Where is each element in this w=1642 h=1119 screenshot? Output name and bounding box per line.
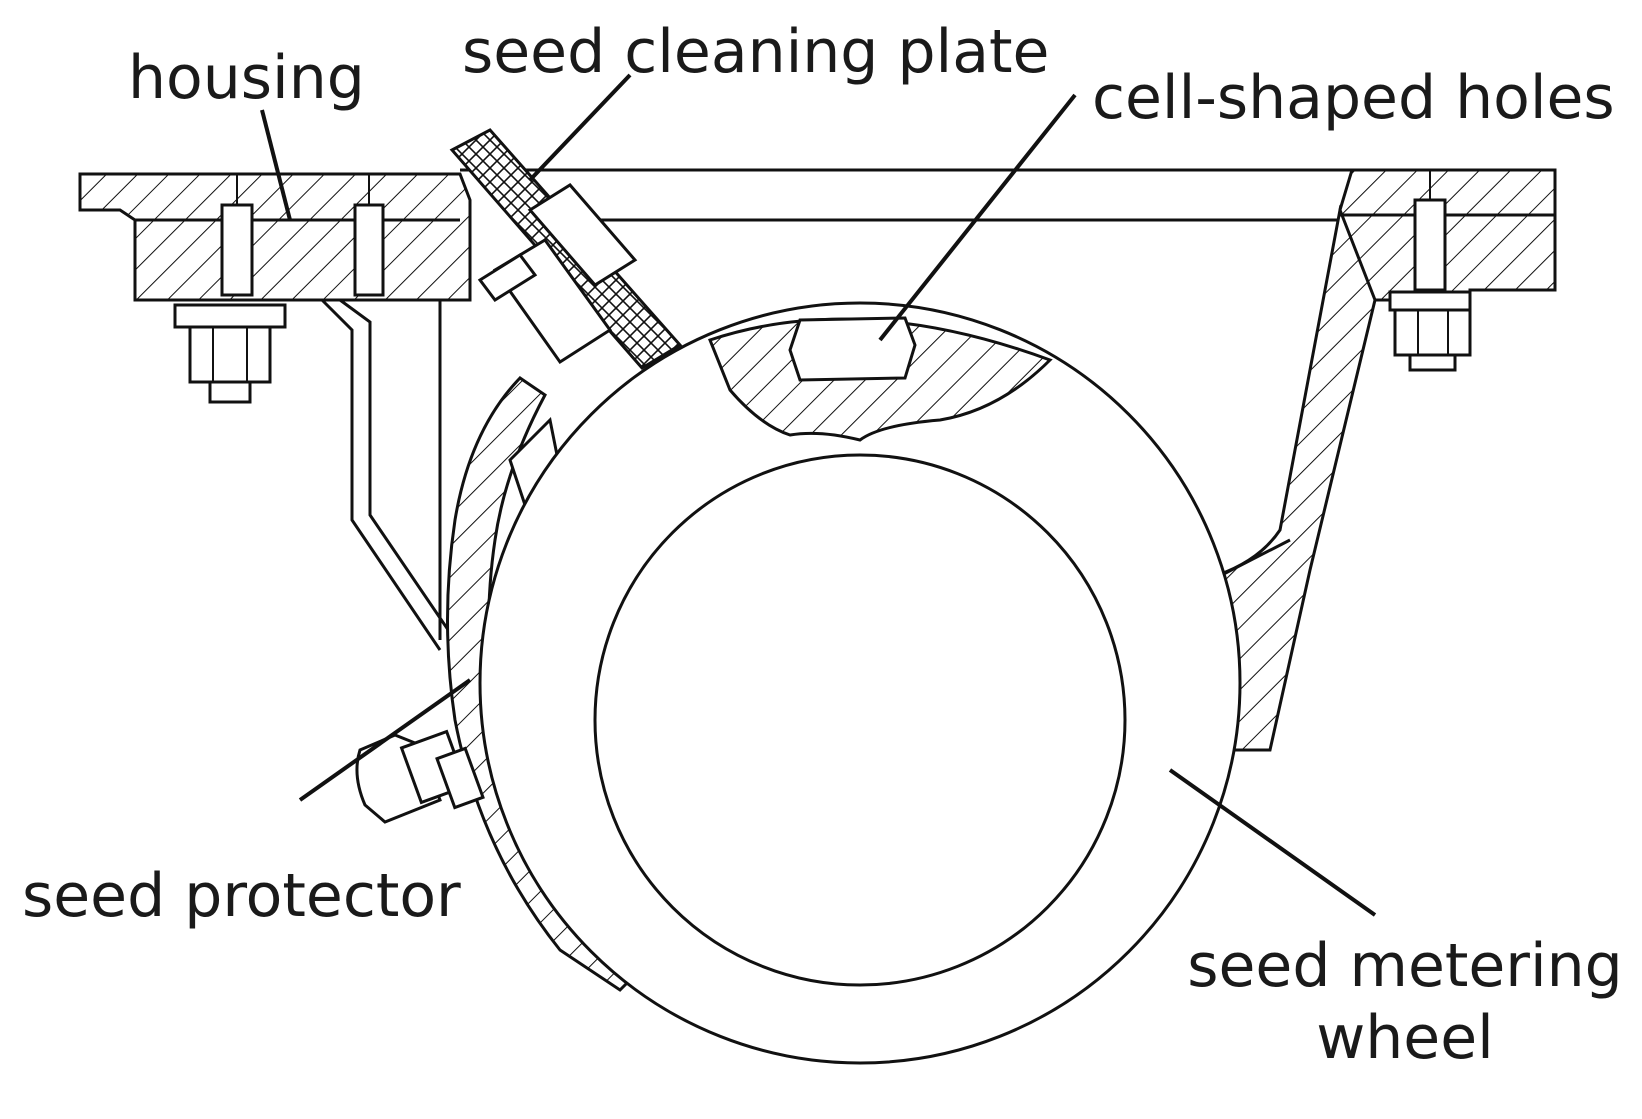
bolt-right [1388,170,1472,372]
leader-cell-shaped-holes [878,93,1077,342]
leader-housing [260,109,292,221]
protector-bolt [355,729,485,824]
label-seed-metering-wheel-line2: wheel [1316,1003,1494,1073]
left-bracket [320,298,457,651]
label-housing: housing [128,43,365,113]
seed-metering-wheel-part [478,301,1242,1065]
label-seed-metering-wheel: seed metering wheel [1175,930,1635,1074]
leader-seed-metering-wheel [1168,768,1377,917]
leader-seed-protector [298,678,472,802]
seed-cleaning-plate-part [449,128,683,370]
bolt-left-1 [173,175,287,404]
label-seed-protector: seed protector [22,861,461,931]
label-seed-metering-wheel-line1: seed metering [1187,931,1623,1001]
bolt-left-2 [353,175,385,297]
label-seed-cleaning-plate: seed cleaning plate [462,17,1050,87]
label-cell-shaped-holes: cell-shaped holes [1092,63,1615,133]
leader-seed-cleaning-plate [528,73,632,182]
